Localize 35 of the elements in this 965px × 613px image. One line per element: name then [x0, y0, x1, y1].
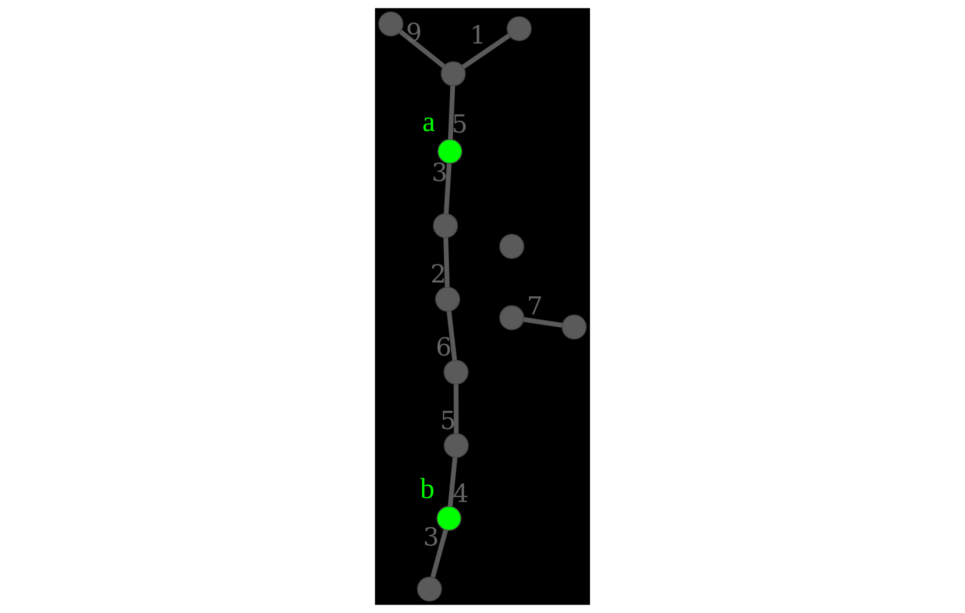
edge-label: 2 — [430, 259, 446, 288]
node-circle — [417, 576, 442, 602]
connector — [462, 34, 510, 69]
node-circle — [444, 360, 469, 385]
node-circle — [440, 61, 466, 86]
node-circle — [444, 433, 469, 458]
edge-label: 4 — [452, 478, 469, 508]
edge-label: 5 — [452, 110, 468, 138]
edge-label: 7 — [526, 292, 543, 321]
connector — [443, 238, 450, 288]
connector — [523, 317, 563, 328]
node-label: a — [422, 106, 436, 138]
edge-label: 1 — [470, 20, 486, 50]
connector — [446, 311, 458, 360]
edge-label: 6 — [436, 332, 452, 362]
node-label: b — [420, 472, 435, 505]
connector — [454, 384, 459, 434]
node-circle — [432, 213, 458, 238]
connector — [398, 30, 446, 68]
edge-label: 3 — [432, 158, 448, 187]
connector — [444, 164, 452, 214]
node-circle — [562, 314, 587, 340]
node-circle — [378, 11, 404, 36]
node-circle — [437, 138, 462, 164]
edge-label: 9 — [406, 18, 422, 48]
connector — [448, 457, 458, 507]
edge-label: 5 — [440, 406, 456, 435]
connector — [448, 86, 456, 140]
edge-label: 3 — [423, 522, 440, 552]
node-circle — [499, 234, 524, 259]
connector — [430, 529, 448, 578]
node-circle — [506, 16, 532, 42]
node-circle — [435, 286, 460, 312]
node-circle — [499, 305, 524, 330]
node-circle — [436, 506, 462, 531]
